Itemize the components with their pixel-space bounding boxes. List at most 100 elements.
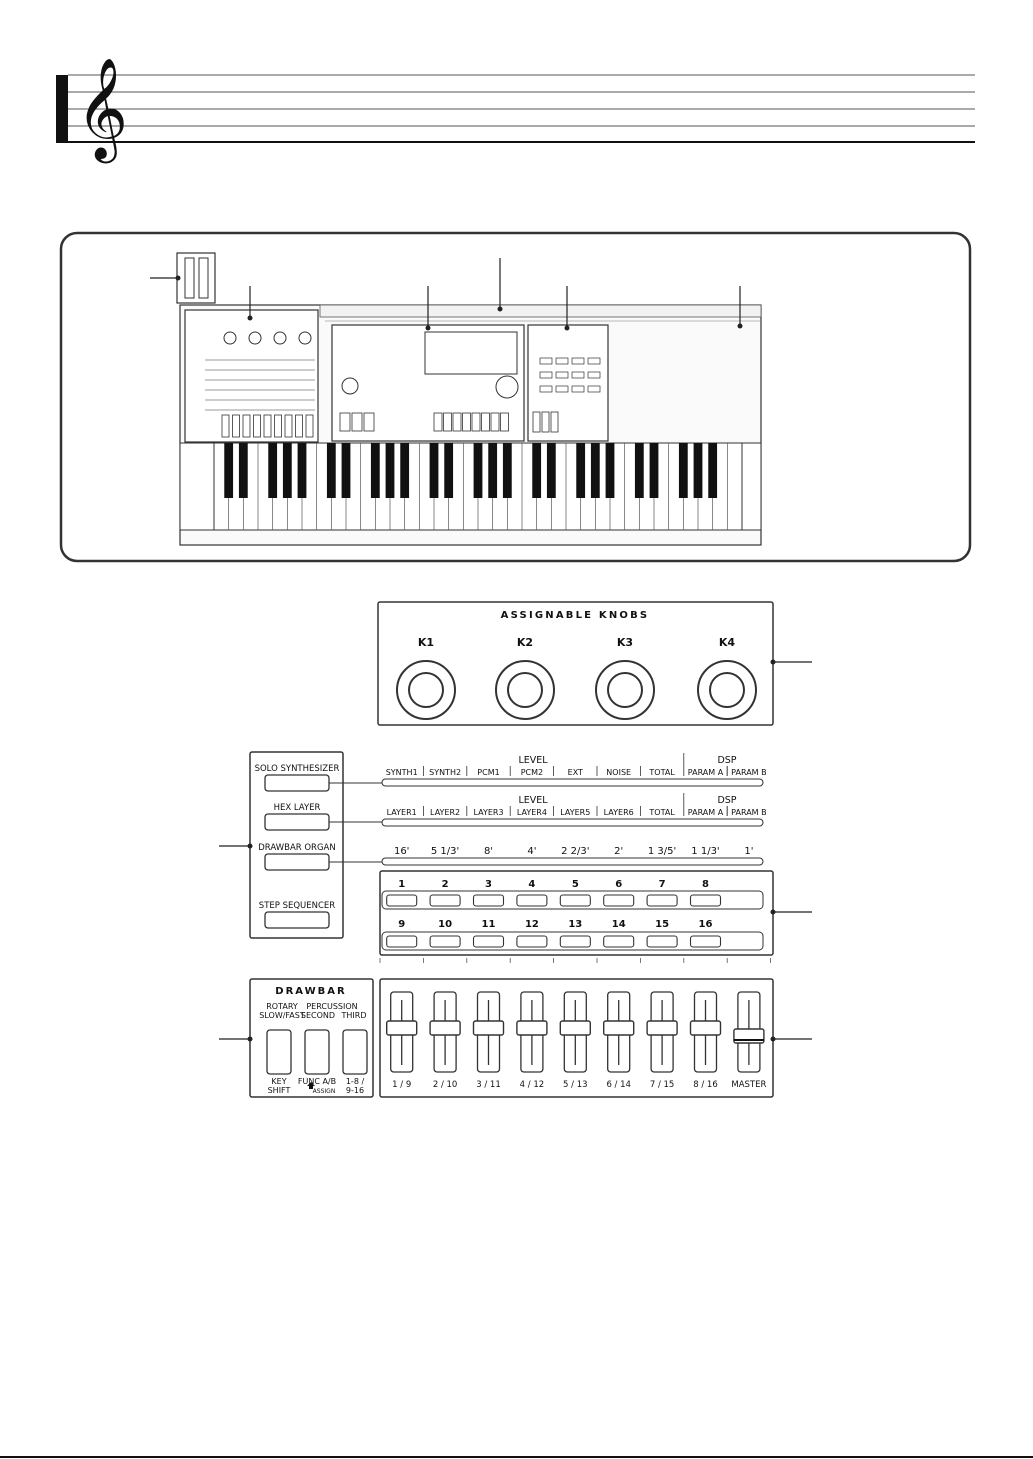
step-sequencer-button[interactable]	[264, 911, 330, 929]
solo-row-strip	[381, 778, 764, 787]
slider-label-8: 8 / 16	[693, 1080, 718, 1090]
step-button-11[interactable]	[472, 935, 505, 948]
knob-k2[interactable]	[495, 660, 555, 720]
mode-buttons-panel: SOLO SYNTHESIZER HEX LAYER DRAWBAR ORGAN…	[219, 751, 382, 939]
step-button-7[interactable]	[646, 894, 678, 907]
drawbar-slider-5[interactable]	[559, 991, 591, 1073]
drawbar-slider-1[interactable]	[386, 991, 418, 1073]
knob-k1[interactable]	[396, 660, 456, 720]
hex-dsp-label: DSP	[717, 795, 736, 806]
solo-col-5: NOISE	[606, 768, 631, 777]
step-number-13: 13	[568, 919, 582, 930]
knob-k4[interactable]	[697, 660, 757, 720]
mode-label-step: STEP SEQUENCER	[259, 901, 335, 911]
step-number-1: 1	[398, 879, 405, 890]
step-button-4[interactable]	[516, 894, 548, 907]
drawbar-slider-4[interactable]	[516, 991, 548, 1073]
drawbar-slider-8[interactable]	[689, 991, 722, 1073]
assign-label: ASSIGN	[313, 1088, 336, 1095]
solo-dsp-label: DSP	[717, 755, 736, 766]
step-number-2: 2	[442, 879, 449, 890]
step-number-9: 9	[398, 919, 405, 930]
drawbar-organ-button[interactable]	[264, 853, 330, 871]
knob-label-k1: K1	[418, 636, 434, 649]
step-button-6[interactable]	[603, 894, 635, 907]
solo-col-8: PARAM B	[731, 768, 766, 777]
hex-col-2: LAYER3	[473, 808, 503, 817]
solo-col-1: SYNTH2	[429, 768, 461, 777]
hex-level-label: LEVEL	[518, 795, 548, 806]
footage-col-7: 1 1/3'	[691, 846, 719, 857]
slider-label-9: MASTER	[731, 1080, 766, 1090]
percussion-third-button[interactable]	[342, 1029, 368, 1075]
rotary-button[interactable]	[266, 1029, 292, 1075]
step-number-4: 4	[528, 879, 535, 890]
key-label: KEY	[271, 1077, 286, 1086]
footage-col-8: 1'	[744, 846, 753, 857]
solo-col-4: EXT	[568, 768, 583, 777]
step-button-12[interactable]	[516, 935, 548, 948]
header-staff: 𝄞	[56, 56, 975, 164]
step-button-3[interactable]	[472, 894, 505, 907]
solo-col-2: PCM1	[477, 768, 499, 777]
slider-label-1: 1 / 9	[392, 1080, 411, 1090]
step-number-10: 10	[438, 919, 452, 930]
footage-col-4: 2 2/3'	[561, 846, 589, 857]
step-button-13[interactable]	[559, 935, 591, 948]
hex-col-8: PARAM B	[731, 808, 766, 817]
mode-label-solo: SOLO SYNTHESIZER	[255, 764, 340, 774]
drawbar-slider-9[interactable]	[733, 991, 765, 1073]
step-number-11: 11	[482, 919, 496, 930]
step-number-12: 12	[525, 919, 539, 930]
hex-col-7: PARAM A	[688, 808, 724, 817]
step-button-5[interactable]	[559, 894, 591, 907]
drawbar-control-panel: DRAWBAR ROTARY SLOW/FAST PERCUSSION SECO…	[219, 978, 374, 1098]
hex-col-5: LAYER6	[604, 808, 634, 817]
step-number-3: 3	[485, 879, 492, 890]
drawbar-slider-2[interactable]	[429, 991, 461, 1073]
step-button-14[interactable]	[603, 935, 635, 948]
overview-display-screen	[424, 331, 518, 375]
slider-label-3: 3 / 11	[476, 1080, 501, 1090]
hex-layer-button[interactable]	[264, 813, 330, 831]
solo-level-label: LEVEL	[518, 755, 548, 766]
step-number-15: 15	[655, 919, 669, 930]
step-number-8: 8	[702, 879, 709, 890]
hex-row-strip	[381, 818, 764, 827]
step-number-7: 7	[659, 879, 666, 890]
third-label: THIRD	[341, 1011, 367, 1020]
drawbar-slider-7[interactable]	[646, 991, 678, 1073]
step-button-9[interactable]	[386, 935, 418, 948]
knob-label-k4: K4	[719, 636, 736, 649]
solo-col-3: PCM2	[521, 768, 543, 777]
step-button-16[interactable]	[689, 935, 722, 948]
solo-synthesizer-button[interactable]	[264, 774, 330, 792]
drawbar-row-strip	[381, 857, 764, 866]
footage-col-5: 2'	[614, 846, 623, 857]
step-button-10[interactable]	[429, 935, 461, 948]
percussion-second-button[interactable]	[304, 1029, 330, 1075]
overview-mod-wheel	[198, 257, 209, 299]
keyboard-overview	[59, 231, 972, 563]
step-button-15[interactable]	[646, 935, 678, 948]
hex-col-3: LAYER4	[517, 808, 547, 817]
solo-col-7: PARAM A	[688, 768, 724, 777]
drawbar-slider-3[interactable]	[472, 991, 505, 1073]
hex-col-0: LAYER1	[387, 808, 417, 817]
footage-col-0: 16'	[394, 846, 409, 857]
knob-k3[interactable]	[595, 660, 655, 720]
assignable-knobs-panel: ASSIGNABLE KNOBS K1 K2 K3 K4	[377, 601, 812, 726]
step-button-8[interactable]	[689, 894, 722, 907]
drawbar-slider-6[interactable]	[603, 991, 635, 1073]
footage-col-1: 5 1/3'	[431, 846, 459, 857]
step-button-1[interactable]	[386, 894, 418, 907]
step-button-2[interactable]	[429, 894, 461, 907]
range-label-bottom: 9-16	[346, 1086, 364, 1095]
drawbar-title: DRAWBAR	[275, 986, 346, 997]
slider-label-6: 6 / 14	[606, 1080, 631, 1090]
hex-col-4: LAYER5	[560, 808, 590, 817]
mode-label-hex: HEX LAYER	[274, 803, 321, 813]
assign-arrow-icon	[307, 1082, 315, 1089]
